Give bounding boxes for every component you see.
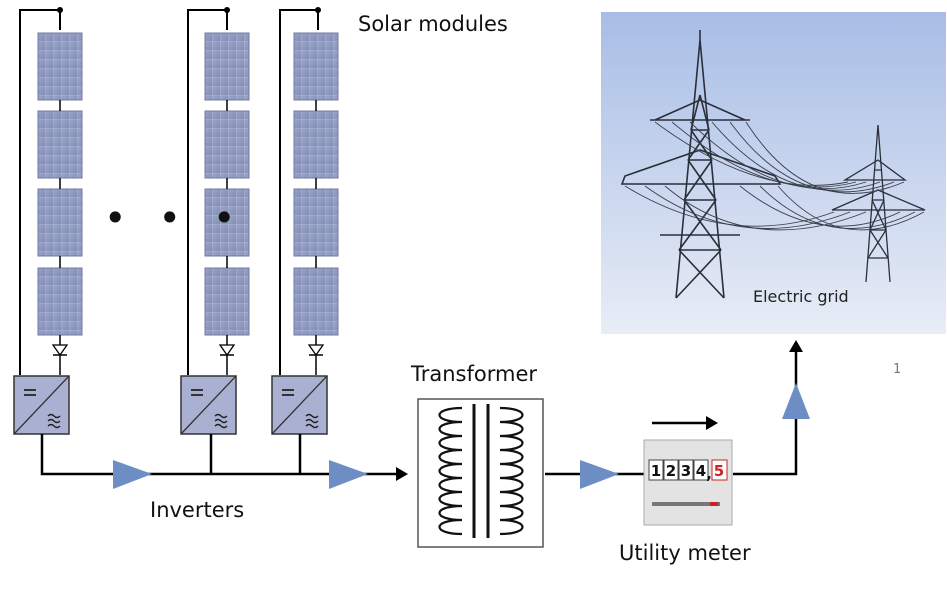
transformer-symbol (417, 398, 544, 548)
solar-string-3 (279, 7, 339, 375)
utility-meter: 1 2 3 4 , 5 (643, 439, 733, 526)
meter-digit-3: 3 (681, 462, 691, 480)
inverter-2 (180, 375, 237, 435)
more-strings-ellipsis: • • • (104, 196, 246, 240)
page-number: 1 (893, 362, 902, 377)
flow-arrow-1 (113, 460, 152, 489)
inverter-1 (13, 375, 70, 435)
inverters-label: Inverters (150, 498, 245, 522)
flow-arrow-3 (580, 460, 619, 489)
inverter-3 (271, 375, 328, 435)
grid-arrowhead (789, 340, 803, 352)
transformer-label: Transformer (411, 362, 538, 386)
ac-bus (40, 434, 400, 476)
flow-arrow-4 (782, 383, 810, 419)
bus-end-arrowhead (396, 467, 408, 481)
electric-grid-image (601, 12, 946, 334)
solar-string-1 (19, 7, 83, 375)
electric-grid-label: Electric grid (753, 287, 849, 306)
meter-digit-1: 1 (651, 462, 661, 480)
meter-digit-2: 2 (666, 462, 676, 480)
meter-digit-4: 4 (696, 462, 706, 480)
meter-direction-arrow (652, 416, 718, 430)
flow-arrow-2 (329, 460, 368, 489)
meter-separator: , (706, 465, 712, 483)
solar-modules-label: Solar modules (358, 12, 508, 36)
solar-string-2 (187, 7, 250, 375)
meter-last-digit: 5 (714, 462, 724, 480)
utility-meter-label: Utility meter (619, 541, 751, 565)
